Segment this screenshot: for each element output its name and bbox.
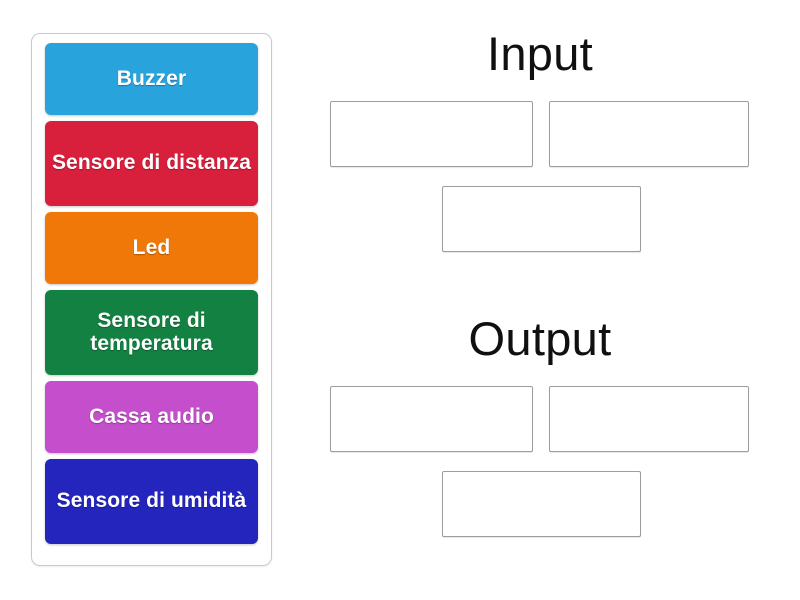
tile-label: Sensore di temperatura xyxy=(90,308,213,355)
draggable-tile-sensore-di-temperatura[interactable]: Sensore di temperatura xyxy=(45,290,258,375)
draggable-tile-led[interactable]: Led xyxy=(45,212,258,284)
drop-slot-grid-input xyxy=(310,101,770,256)
draggable-tile-cassa-audio[interactable]: Cassa audio xyxy=(45,381,258,453)
category-input: Input xyxy=(310,30,770,256)
draggable-tile-sensore-di-umidita[interactable]: Sensore di umidità xyxy=(45,459,258,544)
draggable-tiles-tray: Buzzer Sensore di distanza Led Sensore d… xyxy=(31,33,272,566)
category-title-output: Output xyxy=(468,312,612,365)
tile-label: Sensore di umidità xyxy=(56,489,247,513)
drop-slot-grid-output xyxy=(310,386,770,541)
drop-slot-input-3[interactable] xyxy=(442,186,641,252)
tile-label: Buzzer xyxy=(116,66,187,90)
draggable-tile-buzzer[interactable]: Buzzer xyxy=(45,43,258,115)
category-title-input: Input xyxy=(486,27,594,80)
drop-slot-output-3[interactable] xyxy=(442,471,641,537)
drop-slot-input-2[interactable] xyxy=(549,101,749,167)
draggable-tile-sensore-di-distanza[interactable]: Sensore di distanza xyxy=(45,121,258,206)
drop-slot-output-2[interactable] xyxy=(549,386,749,452)
drop-slot-input-1[interactable] xyxy=(330,101,533,167)
tile-label: Cassa audio xyxy=(89,404,214,428)
tile-label: Led xyxy=(132,235,171,259)
category-output: Output xyxy=(310,315,770,541)
drop-slot-output-1[interactable] xyxy=(330,386,533,452)
tile-label: Sensore di distanza xyxy=(51,151,252,175)
